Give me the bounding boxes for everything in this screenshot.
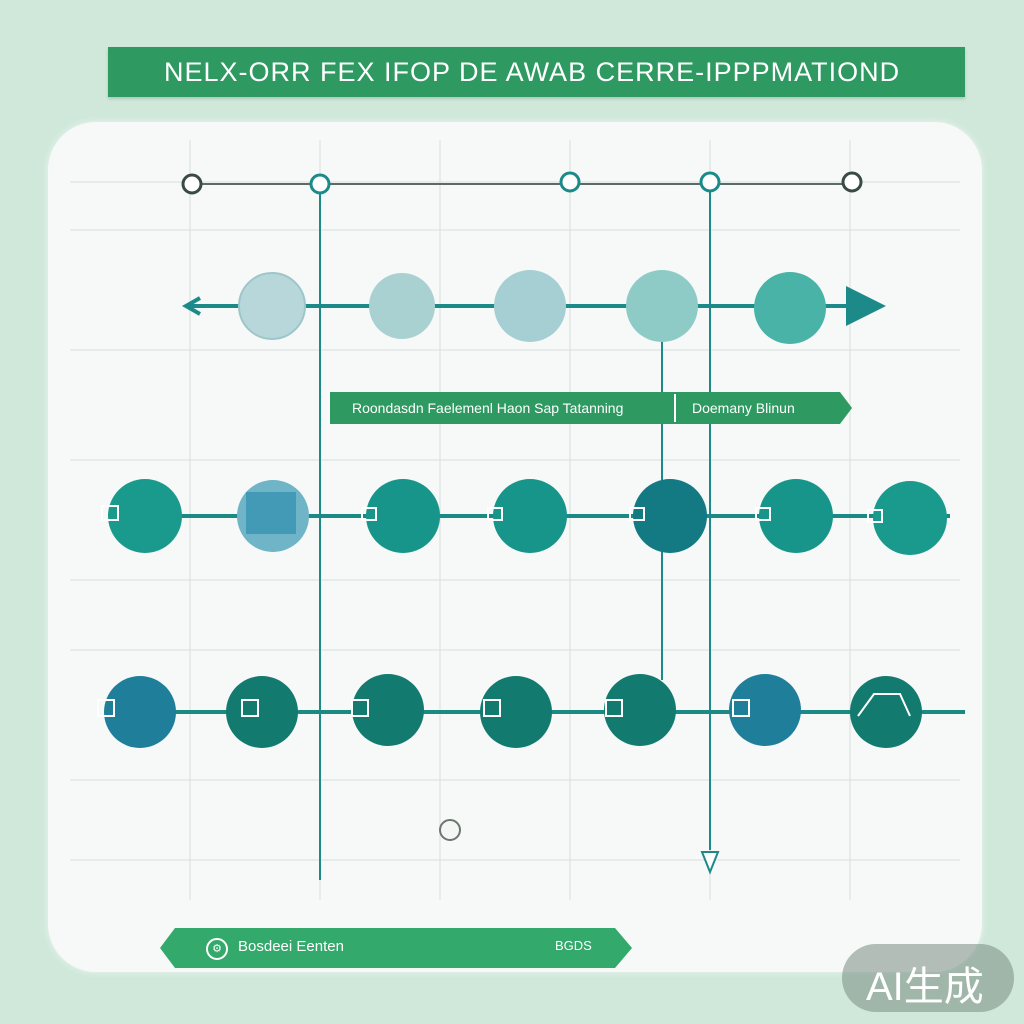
row3-node bbox=[729, 674, 801, 746]
chart-icon bbox=[732, 699, 750, 717]
process-ribbon bbox=[330, 392, 852, 424]
row-1 bbox=[181, 270, 886, 344]
ai-generated-label: AI生成 bbox=[866, 965, 984, 1009]
row1-node bbox=[754, 272, 826, 344]
row1-node bbox=[369, 273, 435, 339]
row-3 bbox=[97, 674, 965, 748]
row1-node bbox=[626, 270, 698, 342]
row1-node bbox=[238, 272, 306, 340]
row2-node bbox=[108, 479, 182, 553]
footer-label: Bosdeei Eenten bbox=[238, 938, 344, 955]
monitor-icon bbox=[755, 507, 771, 521]
monitor-icon bbox=[629, 507, 645, 521]
footer-code: BGDS bbox=[555, 938, 592, 953]
row3-node bbox=[352, 674, 424, 746]
row3-node bbox=[850, 676, 922, 748]
chart-icon bbox=[483, 699, 501, 717]
row1-node bbox=[494, 270, 566, 342]
row3-node bbox=[604, 674, 676, 746]
row2-node bbox=[633, 479, 707, 553]
row3-node bbox=[104, 676, 176, 748]
chart-icon bbox=[605, 699, 623, 717]
page-title: NELX-ORR FEX IFOP DE AWAB CERRE-IPPPMATI… bbox=[164, 57, 901, 87]
row-2 bbox=[101, 479, 950, 555]
footer-ribbon-shape bbox=[160, 928, 632, 968]
row3-node bbox=[480, 676, 552, 748]
monitor-icon bbox=[101, 505, 119, 521]
center-marker bbox=[439, 819, 461, 841]
house-icon bbox=[857, 693, 911, 717]
top-timeline bbox=[181, 171, 863, 195]
title-banner bbox=[108, 47, 965, 97]
timeline-node bbox=[559, 171, 581, 193]
timeline-node bbox=[309, 173, 331, 195]
ribbon-right-label: Doemany Blinun bbox=[692, 400, 795, 416]
row3-node bbox=[226, 676, 298, 748]
ai-generated-badge bbox=[842, 944, 1014, 1012]
chart-icon bbox=[97, 699, 115, 717]
end-marker bbox=[700, 851, 720, 875]
row2-node bbox=[366, 479, 440, 553]
chart-icon bbox=[241, 699, 259, 717]
ribbon-left-label: Roondasdn Faelemenl Haon Sap Tatanning bbox=[352, 400, 624, 416]
settings-gear-icon: ⚙ bbox=[206, 938, 228, 960]
chart-icon bbox=[351, 699, 369, 717]
timeline-node bbox=[841, 171, 863, 193]
row2-node bbox=[759, 479, 833, 553]
monitor-icon bbox=[361, 507, 377, 521]
row2-node bbox=[873, 481, 947, 555]
timeline-node bbox=[699, 171, 721, 193]
timeline-node bbox=[181, 173, 203, 195]
row2-node bbox=[493, 479, 567, 553]
monitor-icon bbox=[867, 509, 883, 523]
monitor-icon bbox=[487, 507, 503, 521]
